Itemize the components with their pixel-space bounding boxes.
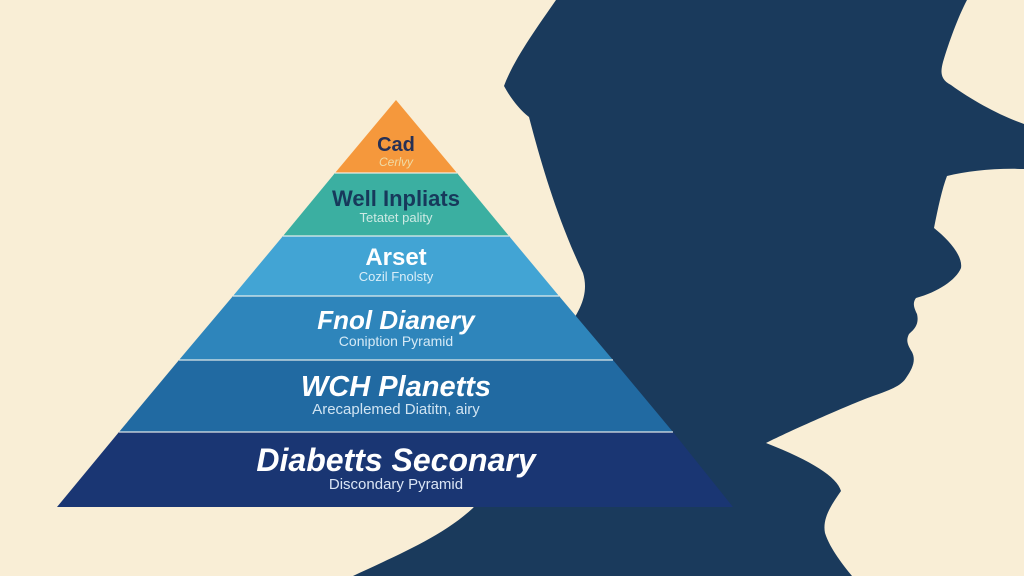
tier-4-label: Fnol Dianery [317, 305, 476, 335]
pyramid: Cad Cerlvy Well Inpliats Tetatet pality … [57, 100, 733, 507]
tier-4-band [179, 296, 613, 360]
pyramid-tier-1: Cad Cerlvy [335, 100, 457, 173]
pyramid-tier-2: Well Inpliats Tetatet pality [283, 172, 509, 236]
tier-6-sublabel: Discondary Pyramid [329, 476, 463, 493]
tier-6-band [57, 432, 733, 507]
tier-1-sublabel: Cerlvy [379, 155, 414, 169]
tier-2-label: Well Inpliats [332, 186, 460, 211]
pyramid-tier-3: Arset Cozil Fnolsty [233, 235, 559, 296]
tier-1-band [335, 100, 457, 173]
tier-2-sublabel: Tetatet pality [360, 210, 433, 225]
tier-4-sublabel: Coniption Pyramid [339, 333, 453, 349]
tier-5-sublabel: Arecaplemed Diatitn, airy [312, 401, 480, 418]
tier-5-label: WCH Planetts [301, 371, 491, 403]
pyramid-tier-6: Diabetts Seconary Discondary Pyramid [57, 431, 733, 507]
tier-3-sublabel: Cozil Fnolsty [359, 269, 434, 284]
tier-2-band [283, 173, 509, 236]
tier-3-band [233, 236, 559, 296]
tier-6-label: Diabetts Seconary [256, 442, 537, 478]
tier-3-label: Arset [365, 244, 426, 271]
pyramid-tier-5: WCH Planetts Arecaplemed Diatitn, airy [119, 359, 673, 432]
tier-5-band [119, 360, 673, 432]
pyramid-tier-4: Fnol Dianery Coniption Pyramid [179, 295, 613, 360]
tier-1-label: Cad [377, 134, 415, 156]
